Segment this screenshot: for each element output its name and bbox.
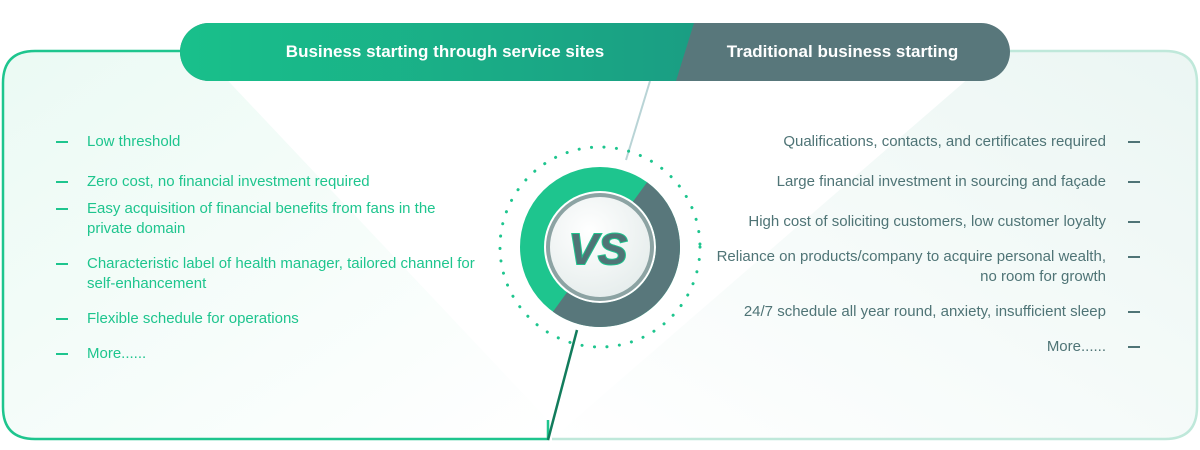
header-background: [180, 23, 1010, 81]
dash-icon: [56, 263, 68, 265]
list-item: More......: [56, 344, 476, 364]
dash-icon: [1128, 141, 1140, 143]
dash-icon: [56, 208, 68, 210]
dash-icon: [1128, 256, 1140, 258]
left-panel: [1, 49, 550, 441]
list-item: Flexible schedule for operations: [56, 309, 476, 329]
dash-icon: [56, 353, 68, 355]
list-item: 24/7 schedule all year round, anxiety, i…: [690, 302, 1140, 322]
dash-icon: [1128, 311, 1140, 313]
right-panel: [552, 49, 1199, 441]
list-item: Large financial investment in sourcing a…: [690, 172, 1140, 192]
right-feature-list: Qualifications, contacts, and certificat…: [690, 132, 1140, 357]
dash-icon: [56, 181, 68, 183]
dash-icon: [1128, 346, 1140, 348]
vs-emblem: VS: [498, 145, 702, 349]
list-item: Reliance on products/company to acquire …: [690, 247, 1140, 287]
list-item: High cost of soliciting customers, low c…: [690, 212, 1140, 232]
dash-icon: [1128, 221, 1140, 223]
list-item: More......: [690, 337, 1140, 357]
dotted-ring: [498, 145, 702, 349]
vs-label: VS: [569, 225, 628, 274]
header-right-title: Traditional business starting: [726, 42, 959, 61]
list-item: Zero cost, no financial investment requi…: [56, 172, 476, 192]
vs-inner-circle: [546, 193, 654, 301]
dash-icon: [1128, 181, 1140, 183]
list-item: Characteristic label of health manager, …: [56, 254, 476, 294]
left-feature-list: Low threshold Zero cost, no financial in…: [56, 132, 476, 364]
list-item: Low threshold: [56, 132, 476, 152]
header-banner: Business starting through service sites …: [180, 23, 1010, 81]
header-left-title: Business starting through service sites: [285, 42, 605, 61]
dash-icon: [56, 318, 68, 320]
dash-icon: [56, 141, 68, 143]
left-connector-line: [546, 329, 579, 441]
ring-slate-segment: [552, 182, 680, 327]
list-item: Qualifications, contacts, and certificat…: [690, 132, 1140, 152]
right-connector-line: [625, 80, 651, 161]
list-item: Easy acquisition of financial benefits f…: [56, 199, 476, 239]
